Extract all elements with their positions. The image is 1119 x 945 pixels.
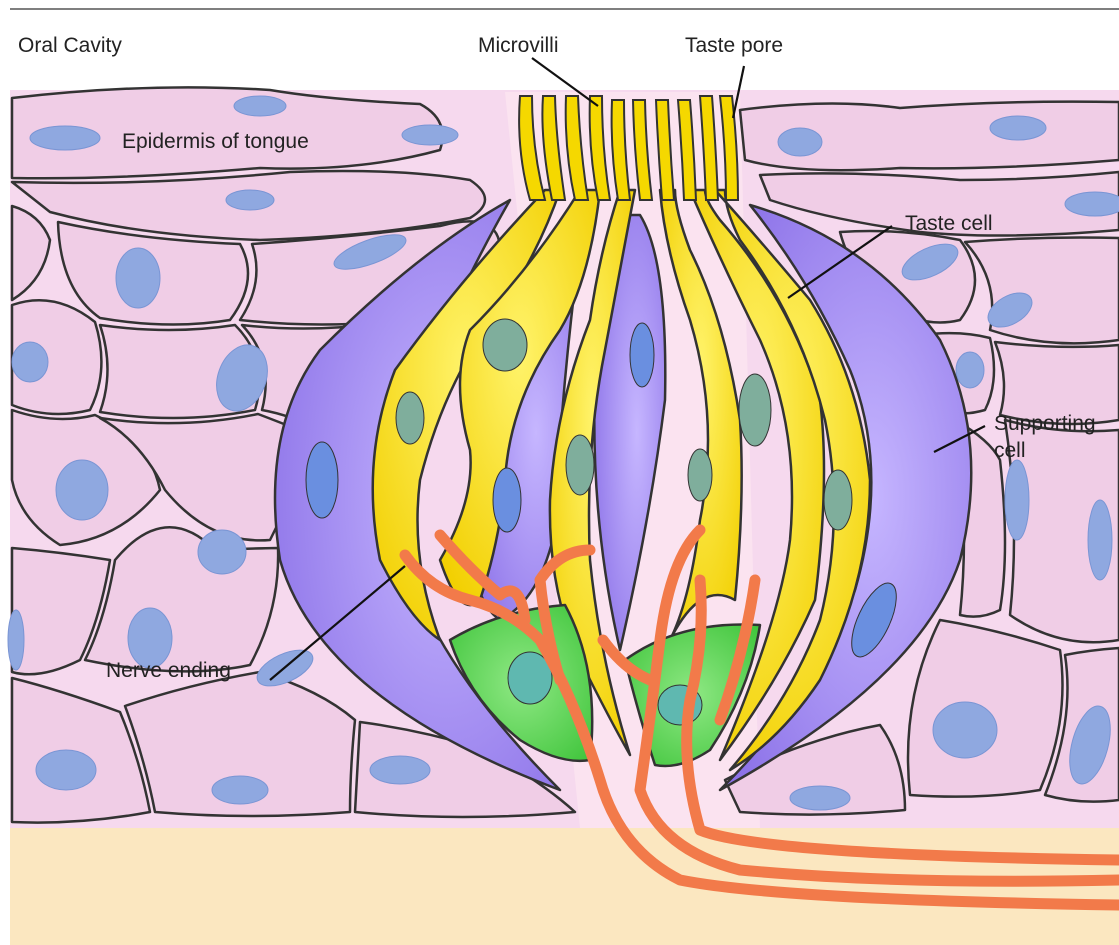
label-nerve-ending: Nerve ending: [106, 659, 231, 682]
label-taste-pore: Taste pore: [685, 34, 783, 57]
label-microvilli: Microvilli: [478, 34, 559, 57]
label-supporting-cell-line1: Supporting: [994, 412, 1096, 435]
label-supporting-cell-line2: cell: [994, 439, 1026, 462]
label-taste-cell: Taste cell: [905, 212, 993, 235]
label-epidermis: Epidermis of tongue: [122, 130, 309, 153]
label-oral-cavity: Oral Cavity: [18, 34, 122, 57]
connective-tissue: [10, 828, 1119, 945]
